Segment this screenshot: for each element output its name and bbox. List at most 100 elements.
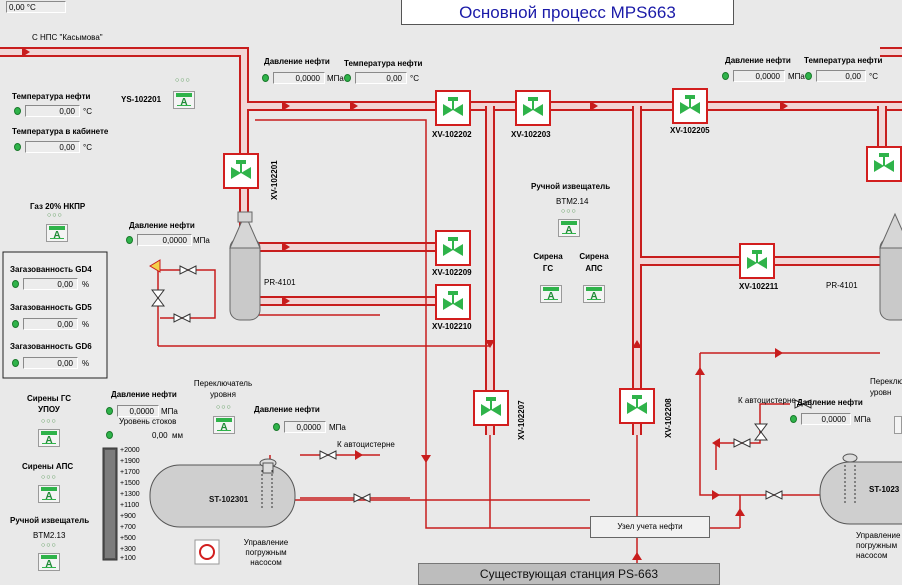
sirens-aps-label: Сирены АПС [22,462,74,471]
gd5-indicator [12,320,19,328]
gd6-indicator [12,359,19,367]
tank-right-pressure-indicator [790,415,797,423]
pr-left-label: PR-4101 [264,278,296,287]
sirens-gs-tile[interactable]: A [38,429,60,447]
gd5-unit: % [82,320,90,329]
center-manual-tile[interactable]: A [558,219,580,237]
top-pressure-value: 0,0000 [273,72,325,84]
sirens-gs-dots: ○○○ [41,418,57,425]
valve-xv-102203[interactable] [515,90,551,126]
manual-caller-tag: BTM2.13 [33,531,66,540]
top-temp-indicator [344,74,351,82]
sirens-gs-label: Сирены ГС УПОУ [26,394,72,414]
cabinet-temp-label: Температура в кабинете [12,127,109,136]
mid-pressure-label: Давление нефти [129,221,195,230]
siren-gs-tile[interactable]: A [540,285,562,303]
cabinet-temp-indicator [14,143,21,151]
tr-temp-indicator [805,72,812,80]
valve-xv-102207-label: XV-102207 [517,400,526,440]
existing-station-button[interactable]: Существующая станция PS-663 [418,563,720,585]
tr-pressure-label: Давление нефти [725,56,791,65]
manual-caller-tile[interactable]: A [38,553,60,571]
top-pressure-unit: МПа [327,74,344,83]
tank-left-pressure2-unit: МПа [329,423,346,432]
cabinet-temp-value: 0,00 [25,141,80,153]
tank-left-pressure2-indicator [273,423,280,431]
valve-xv-102207[interactable] [473,390,509,426]
ys-dots: ○○○ [175,77,191,84]
tank-left-level-unit: мм [172,431,183,440]
tank-left-level-value: 0,00 [152,431,168,440]
tank-right-pressure-label: Давление нефти [797,398,863,407]
sirens-aps-dots: ○○○ [41,474,57,481]
valve-xv-102208[interactable] [619,388,655,424]
ys-tag: YS-102201 [121,95,162,104]
gas-status-dots: ○○○ [47,212,63,219]
tr-temp-unit: °С [869,72,878,81]
valve-xv-102209[interactable] [435,230,471,266]
tank-right-switch-label: Переклю уровн [870,377,902,397]
level-scale: +2000 +1900 +1700 +1500 +1300 +1100 +900… [120,447,140,562]
valve-xv-102210[interactable] [435,284,471,320]
tr-temp-label: Температура нефти [804,56,883,65]
ys-tile[interactable]: A [173,91,195,109]
switch-tile[interactable]: A [213,416,235,434]
tr-pressure-value: 0,0000 [733,70,785,82]
pr-right-label: PR-4101 [826,281,858,290]
cabinet-temp-unit: °С [83,143,92,152]
center-manual-dots: ○○○ [561,208,577,215]
sirens-aps-tile[interactable]: A [38,485,60,503]
valve-xv-102201[interactable] [223,153,259,189]
valve-xv-102211-label: XV-102211 [739,282,779,291]
mid-pressure-indicator [126,236,133,244]
switch-dots: ○○○ [216,404,232,411]
manual-caller-dots: ○○○ [41,542,57,549]
to-truck-left: К автоцистерне [337,440,395,449]
tank-right-pressure-value: 0,0000 [801,413,851,425]
to-truck-right: К автоцистерне [738,396,796,405]
pump-control-right: Управление погружным насосом [856,531,901,560]
oil-temp-unit: °С [83,107,92,116]
siren-aps-label: Сирена АПС [579,252,609,273]
center-manual-tag: BTM2.14 [556,197,589,206]
top-pressure-indicator [262,74,269,82]
gd4-indicator [12,280,19,288]
oil-temp-value: 0,00 [25,105,80,117]
oil-meter-unit[interactable]: Узел учета нефти [590,516,710,538]
top-left-value: 0,00 °С [6,1,66,13]
tank-left-pressure2-label: Давление нефти [254,405,320,414]
top-temp-unit: °С [410,74,419,83]
gd6-unit: % [82,359,90,368]
tank-left-level-label: Уровень стоков [119,417,177,426]
gd4-unit: % [82,280,90,289]
tank-right-pressure-unit: МПа [854,415,871,424]
valve-xv-102210-label: XV-102210 [432,322,472,331]
siren-aps-tile[interactable]: A [583,285,605,303]
valve-xv-102205-label: XV-102205 [670,126,710,135]
valve-xv-102209-label: XV-102209 [432,268,472,277]
tank-left-pressure-unit: МПа [161,407,178,416]
center-manual-label: Ручной извещатель [531,182,611,191]
valve-xv-102202[interactable] [435,90,471,126]
oil-temp-label: Температура нефти [12,92,91,101]
valve-xv-102205[interactable] [672,88,708,124]
valve-right-edge[interactable] [866,146,902,182]
top-temp-label: Температура нефти [344,59,423,68]
oil-temp-indicator [14,107,21,115]
gas-alarm-tile[interactable]: A [46,224,68,242]
valve-xv-102208-label: XV-102208 [664,398,673,438]
page-title: Основной процесс MPS663 [401,0,734,25]
gas-label: Газ 20% НКПР [30,202,86,211]
gd5-label: Загазованность GD5 [10,303,92,312]
tr-pressure-indicator [722,72,729,80]
mid-pressure-unit: МПа [193,236,210,245]
tank-right-switch-tile[interactable] [894,416,902,434]
top-temp-value: 0,00 [355,72,407,84]
valve-xv-102202-label: XV-102202 [432,130,472,139]
gd5-value: 0,00 [23,318,78,330]
mid-pressure-value: 0,0000 [137,234,192,246]
tank-left-level-indicator [106,431,113,439]
valve-xv-102211[interactable] [739,243,775,279]
tr-pressure-unit: МПа [788,72,805,81]
gd6-label: Загазованность GD6 [10,342,92,351]
